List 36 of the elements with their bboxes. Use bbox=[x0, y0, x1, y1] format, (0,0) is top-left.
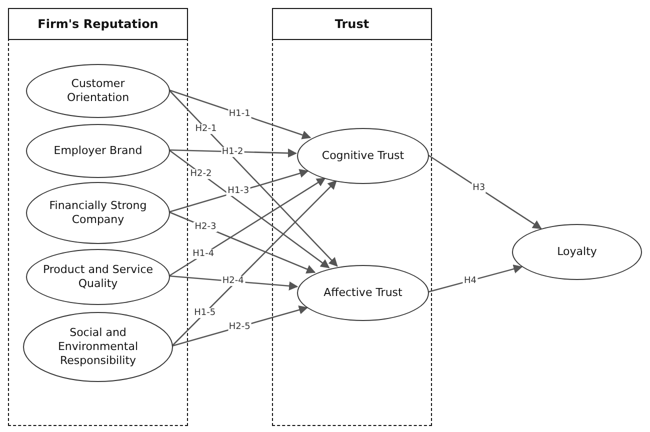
arrow bbox=[428, 154, 542, 230]
edge-label: H1-1 bbox=[228, 108, 252, 119]
ellipse-node: Employer Brand bbox=[26, 124, 170, 178]
edge-label: H1-3 bbox=[226, 186, 250, 196]
edge-label: H2-5 bbox=[228, 322, 252, 332]
group-title: Firm's Reputation bbox=[8, 8, 188, 40]
arrow bbox=[428, 264, 523, 293]
ellipse-node: Product and Service Quality bbox=[26, 249, 170, 305]
edge-label: H1-5 bbox=[193, 308, 217, 318]
arrow bbox=[172, 305, 308, 347]
edge-label: H2-2 bbox=[189, 168, 213, 179]
arrow bbox=[168, 148, 297, 158]
arrow bbox=[168, 211, 316, 274]
edge-label: H2-1 bbox=[194, 124, 218, 134]
arrow bbox=[168, 149, 330, 268]
arrow bbox=[168, 178, 326, 277]
arrow bbox=[172, 180, 337, 346]
edge-label: H2-4 bbox=[221, 276, 245, 286]
arrow bbox=[168, 90, 338, 267]
edge-label: H1-2 bbox=[220, 146, 244, 157]
group-title: Trust bbox=[272, 8, 432, 40]
ellipse-node: Affective Trust bbox=[297, 265, 429, 321]
ellipse-node: Loyalty bbox=[512, 224, 642, 280]
group-frame bbox=[272, 8, 432, 426]
ellipse-node: Social and Environmental Responsibility bbox=[23, 312, 173, 382]
edge-label: H1-4 bbox=[192, 249, 216, 260]
ellipse-node: Financially Strong Company bbox=[26, 182, 170, 244]
arrow bbox=[168, 275, 298, 290]
arrow bbox=[168, 89, 312, 140]
edge-label: H3 bbox=[472, 183, 486, 194]
ellipse-node: Cognitive Trust bbox=[297, 128, 429, 184]
edge-label: H4 bbox=[462, 276, 478, 286]
arrow bbox=[168, 168, 309, 213]
ellipse-node: Customer Orientation bbox=[26, 64, 170, 118]
edge-label: H2-3 bbox=[194, 222, 218, 232]
group-frame bbox=[8, 8, 188, 426]
